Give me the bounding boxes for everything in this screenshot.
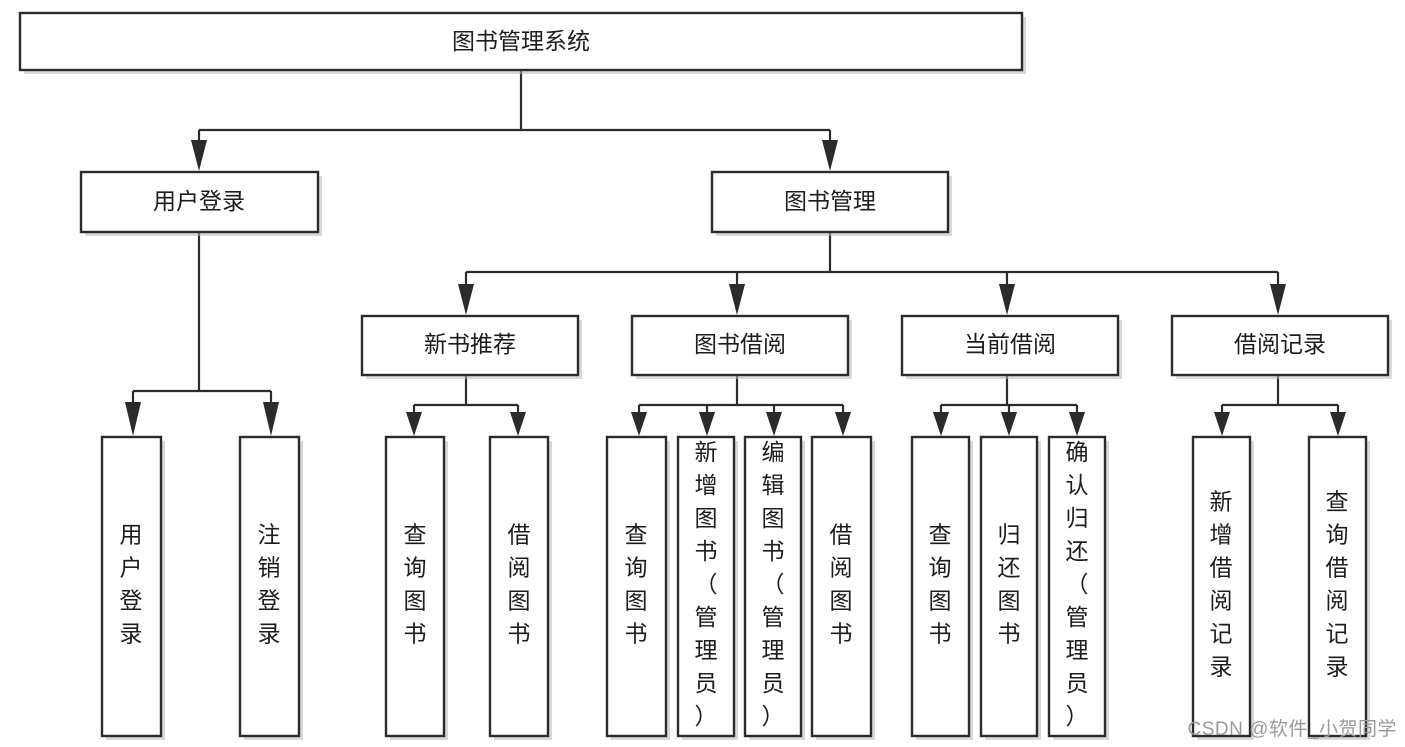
node-root-box[interactable]: [18, 11, 1024, 72]
node-current-borrow-label: 当前借阅: [964, 331, 1056, 357]
arrow-to-borrow-record: [1270, 284, 1286, 315]
leaf-current-borrow-1[interactable]: 查询图书: [910, 435, 973, 740]
node-borrow-record-label: 借阅记录: [1234, 331, 1326, 357]
node-user-login-label: 用户登录: [153, 188, 245, 214]
leaf-current-borrow-3-label: 确认归还（管理员）: [1066, 439, 1089, 729]
arrow-to-user-login: [191, 140, 207, 171]
leaf-borrow-record-2-box[interactable]: [1307, 435, 1368, 738]
arrow-to-leaf-user-login: [125, 402, 141, 436]
arrow-to-bookborrow-leaf-1: [631, 412, 647, 436]
leaf-book-borrow-2[interactable]: 新增图书（管理员）: [676, 435, 738, 740]
leaf-user-login-1[interactable]: 用户登录: [100, 435, 165, 740]
leaf-new-book-1-box[interactable]: [384, 435, 446, 738]
node-borrow-record-box[interactable]: [1170, 314, 1390, 377]
node-new-book-recommend[interactable]: 新书推荐: [360, 314, 582, 379]
arrow-to-bookborrow-leaf-3: [766, 412, 782, 436]
leaf-user-login-1-label: 用户登录: [120, 522, 143, 647]
arrow-to-newbook-leaf-2: [510, 412, 526, 436]
leaf-book-borrow-2-label: 新增图书（管理员）: [695, 439, 718, 729]
leaf-new-book-2-label: 借阅图书: [508, 522, 531, 647]
leaf-book-borrow-1[interactable]: 查询图书: [605, 435, 670, 740]
leaf-user-login-2-label: 注销登录: [258, 522, 281, 647]
connector-layer: [125, 70, 1346, 436]
leaf-book-borrow-4-box[interactable]: [810, 435, 873, 738]
arrow-to-newbook-leaf-1: [406, 412, 422, 436]
leaf-borrow-record-1[interactable]: 新增借阅记录: [1191, 435, 1254, 740]
node-book-manage-box[interactable]: [710, 170, 950, 234]
leaf-current-borrow-1-box[interactable]: [910, 435, 971, 738]
leaf-book-borrow-4-label: 借阅图书: [830, 522, 853, 647]
leaf-book-borrow-2-box[interactable]: [676, 435, 736, 738]
leaf-book-borrow-3-box[interactable]: [743, 435, 803, 738]
leaf-borrow-record-1-box[interactable]: [1191, 435, 1252, 738]
leaf-current-borrow-1-label: 查询图书: [929, 522, 952, 647]
leaf-book-borrow-3-label: 编辑图书（管理员）: [762, 439, 785, 729]
node-user-login-box[interactable]: [79, 170, 320, 234]
leaf-current-borrow-3[interactable]: 确认归还（管理员）: [1047, 435, 1109, 740]
leaf-user-login-2-box[interactable]: [238, 435, 301, 738]
node-book-borrow-label: 图书借阅: [694, 331, 786, 357]
node-new-book-recommend-label: 新书推荐: [424, 331, 516, 357]
leaf-current-borrow-2-label: 归还图书: [998, 522, 1021, 647]
arrow-to-borrowrecord-leaf-2: [1330, 412, 1346, 436]
leaf-book-borrow-1-label: 查询图书: [625, 522, 648, 647]
leaf-user-login-1-box[interactable]: [100, 435, 163, 738]
arrow-to-currentborrow-leaf-2: [1001, 412, 1017, 436]
arrow-to-currentborrow-leaf-1: [933, 412, 949, 436]
leaf-new-book-2-box[interactable]: [488, 435, 550, 738]
leaf-borrow-record-2[interactable]: 查询借阅记录: [1307, 435, 1370, 740]
node-borrow-record[interactable]: 借阅记录: [1170, 314, 1392, 379]
arrow-to-borrowrecord-leaf-1: [1214, 412, 1230, 436]
node-current-borrow-box[interactable]: [900, 314, 1120, 377]
arrow-to-bookborrow-leaf-2: [699, 412, 715, 436]
node-book-manage[interactable]: 图书管理: [710, 170, 952, 236]
leaf-current-borrow-3-box[interactable]: [1047, 435, 1107, 738]
leaf-user-login-2[interactable]: 注销登录: [238, 435, 303, 740]
leaf-borrow-record-1-label: 新增借阅记录: [1210, 489, 1233, 680]
node-book-borrow[interactable]: 图书借阅: [630, 314, 852, 379]
leaf-current-borrow-2[interactable]: 归还图书: [979, 435, 1041, 740]
node-root[interactable]: 图书管理系统: [18, 11, 1026, 74]
leaf-new-book-1[interactable]: 查询图书: [384, 435, 448, 740]
node-new-book-recommend-box[interactable]: [360, 314, 580, 377]
arrow-to-leaf-logout: [263, 402, 279, 436]
leaf-new-book-1-label: 查询图书: [404, 522, 427, 647]
node-book-borrow-box[interactable]: [630, 314, 850, 377]
arrow-to-book-manage: [822, 140, 838, 171]
leaf-current-borrow-2-box[interactable]: [979, 435, 1039, 738]
arrow-to-new-book: [458, 284, 474, 315]
node-current-borrow[interactable]: 当前借阅: [900, 314, 1122, 379]
leaf-book-borrow-1-box[interactable]: [605, 435, 668, 738]
leaf-book-borrow-3[interactable]: 编辑图书（管理员）: [743, 435, 805, 740]
leaf-book-borrow-4[interactable]: 借阅图书: [810, 435, 875, 740]
arrow-to-bookborrow-leaf-4: [835, 412, 851, 436]
leaf-new-book-2[interactable]: 借阅图书: [488, 435, 552, 740]
node-book-manage-label: 图书管理: [784, 188, 876, 214]
node-root-label: 图书管理系统: [452, 28, 590, 54]
arrow-to-current-borrow: [999, 284, 1015, 315]
arrow-to-currentborrow-leaf-3: [1069, 412, 1085, 436]
leaf-borrow-record-2-label: 查询借阅记录: [1326, 489, 1349, 680]
node-user-login[interactable]: 用户登录: [79, 170, 322, 236]
arrow-to-book-borrow: [729, 284, 745, 315]
